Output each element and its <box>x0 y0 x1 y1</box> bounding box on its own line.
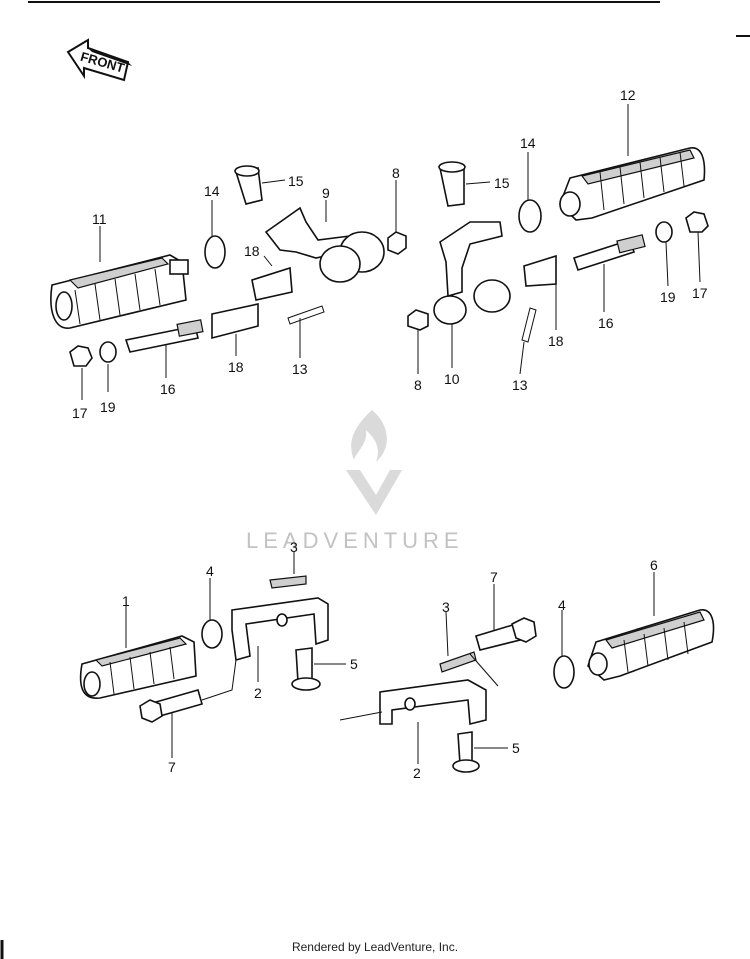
callout-1: 1 <box>122 593 130 609</box>
callout-16-right: 16 <box>598 315 614 331</box>
callout-6: 6 <box>650 557 658 573</box>
washer-19-right <box>655 221 673 243</box>
washer-4-left <box>201 619 223 649</box>
collar-18-left <box>211 303 259 340</box>
pin-16-left <box>124 319 204 353</box>
callout-15-left: 15 <box>288 173 304 189</box>
washer-14-left <box>204 235 226 269</box>
bracket-2-left <box>231 597 329 662</box>
callout-13-left: 13 <box>292 361 308 377</box>
callout-17-right: 17 <box>692 285 708 301</box>
callout-16-left: 16 <box>160 381 176 397</box>
washer-4-right <box>553 655 575 689</box>
callout-13-right: 13 <box>512 377 528 393</box>
nut-17-right <box>685 211 709 233</box>
callout-19-left: 19 <box>100 399 116 415</box>
watermark-text: LEADVENTURE <box>246 528 464 553</box>
washer-14-right <box>518 199 542 233</box>
leadventure-watermark-icon <box>346 410 402 515</box>
footpeg-6 <box>587 609 715 681</box>
callout-18-right: 18 <box>548 333 564 349</box>
callout-17-left: 17 <box>72 405 88 421</box>
collar-18-right <box>523 254 557 287</box>
callout-4-right: 4 <box>558 597 566 613</box>
leader-lines <box>81 104 701 764</box>
nut-8-upper <box>387 231 407 255</box>
collar-18-left-upper <box>251 266 293 301</box>
nut-8-lower <box>407 309 429 331</box>
footpeg-rubber-left <box>50 254 189 329</box>
callout-7-left: 7 <box>168 759 176 775</box>
footer-credit: Rendered by LeadVenture, Inc. <box>291 940 459 954</box>
bolt-5-left <box>291 647 321 691</box>
cotter-pin-13-left <box>287 305 325 325</box>
callout-3-left: 3 <box>290 539 298 555</box>
callout-7-right: 7 <box>490 569 498 585</box>
callout-15-right: 15 <box>494 175 510 191</box>
footpeg-1 <box>79 635 197 699</box>
callout-11: 11 <box>92 211 107 227</box>
callout-3-right: 3 <box>442 599 450 615</box>
pin-15-right <box>438 161 466 207</box>
callout-2-left: 2 <box>254 685 262 701</box>
front-arrow-icon: FRONT <box>66 38 132 82</box>
pin-15-left <box>234 165 263 205</box>
callout-9: 9 <box>322 185 330 201</box>
callout-10: 10 <box>444 371 460 387</box>
callout-19-right: 19 <box>660 289 676 305</box>
cotter-pin-13-right <box>521 307 537 343</box>
callout-5-left: 5 <box>350 656 358 672</box>
bracket-10 <box>433 221 511 325</box>
washer-19-left <box>99 341 117 363</box>
callout-14-right: 14 <box>520 135 536 151</box>
callout-2-right: 2 <box>413 765 421 781</box>
cotter-pin-3-left <box>269 575 307 589</box>
callout-8-upper: 8 <box>392 165 400 181</box>
callout-5-right: 5 <box>512 740 520 756</box>
callout-4-left: 4 <box>206 563 214 579</box>
bolt-5-right <box>452 731 480 773</box>
pin-16-right <box>572 234 646 272</box>
callout-18-left: 18 <box>228 359 244 375</box>
callout-18-upper: 18 <box>244 243 260 259</box>
callout-8-lower: 8 <box>414 377 422 393</box>
nut-17-left <box>69 345 93 367</box>
bolt-7-right <box>475 617 537 651</box>
bolt-7-left <box>139 689 203 723</box>
bracket-9 <box>264 206 385 283</box>
callout-12: 12 <box>620 87 636 103</box>
footpeg-rubber-right <box>559 147 706 221</box>
bracket-2-right <box>379 679 487 726</box>
cotter-pin-3-right <box>439 651 477 673</box>
callout-14-left: 14 <box>204 183 220 199</box>
